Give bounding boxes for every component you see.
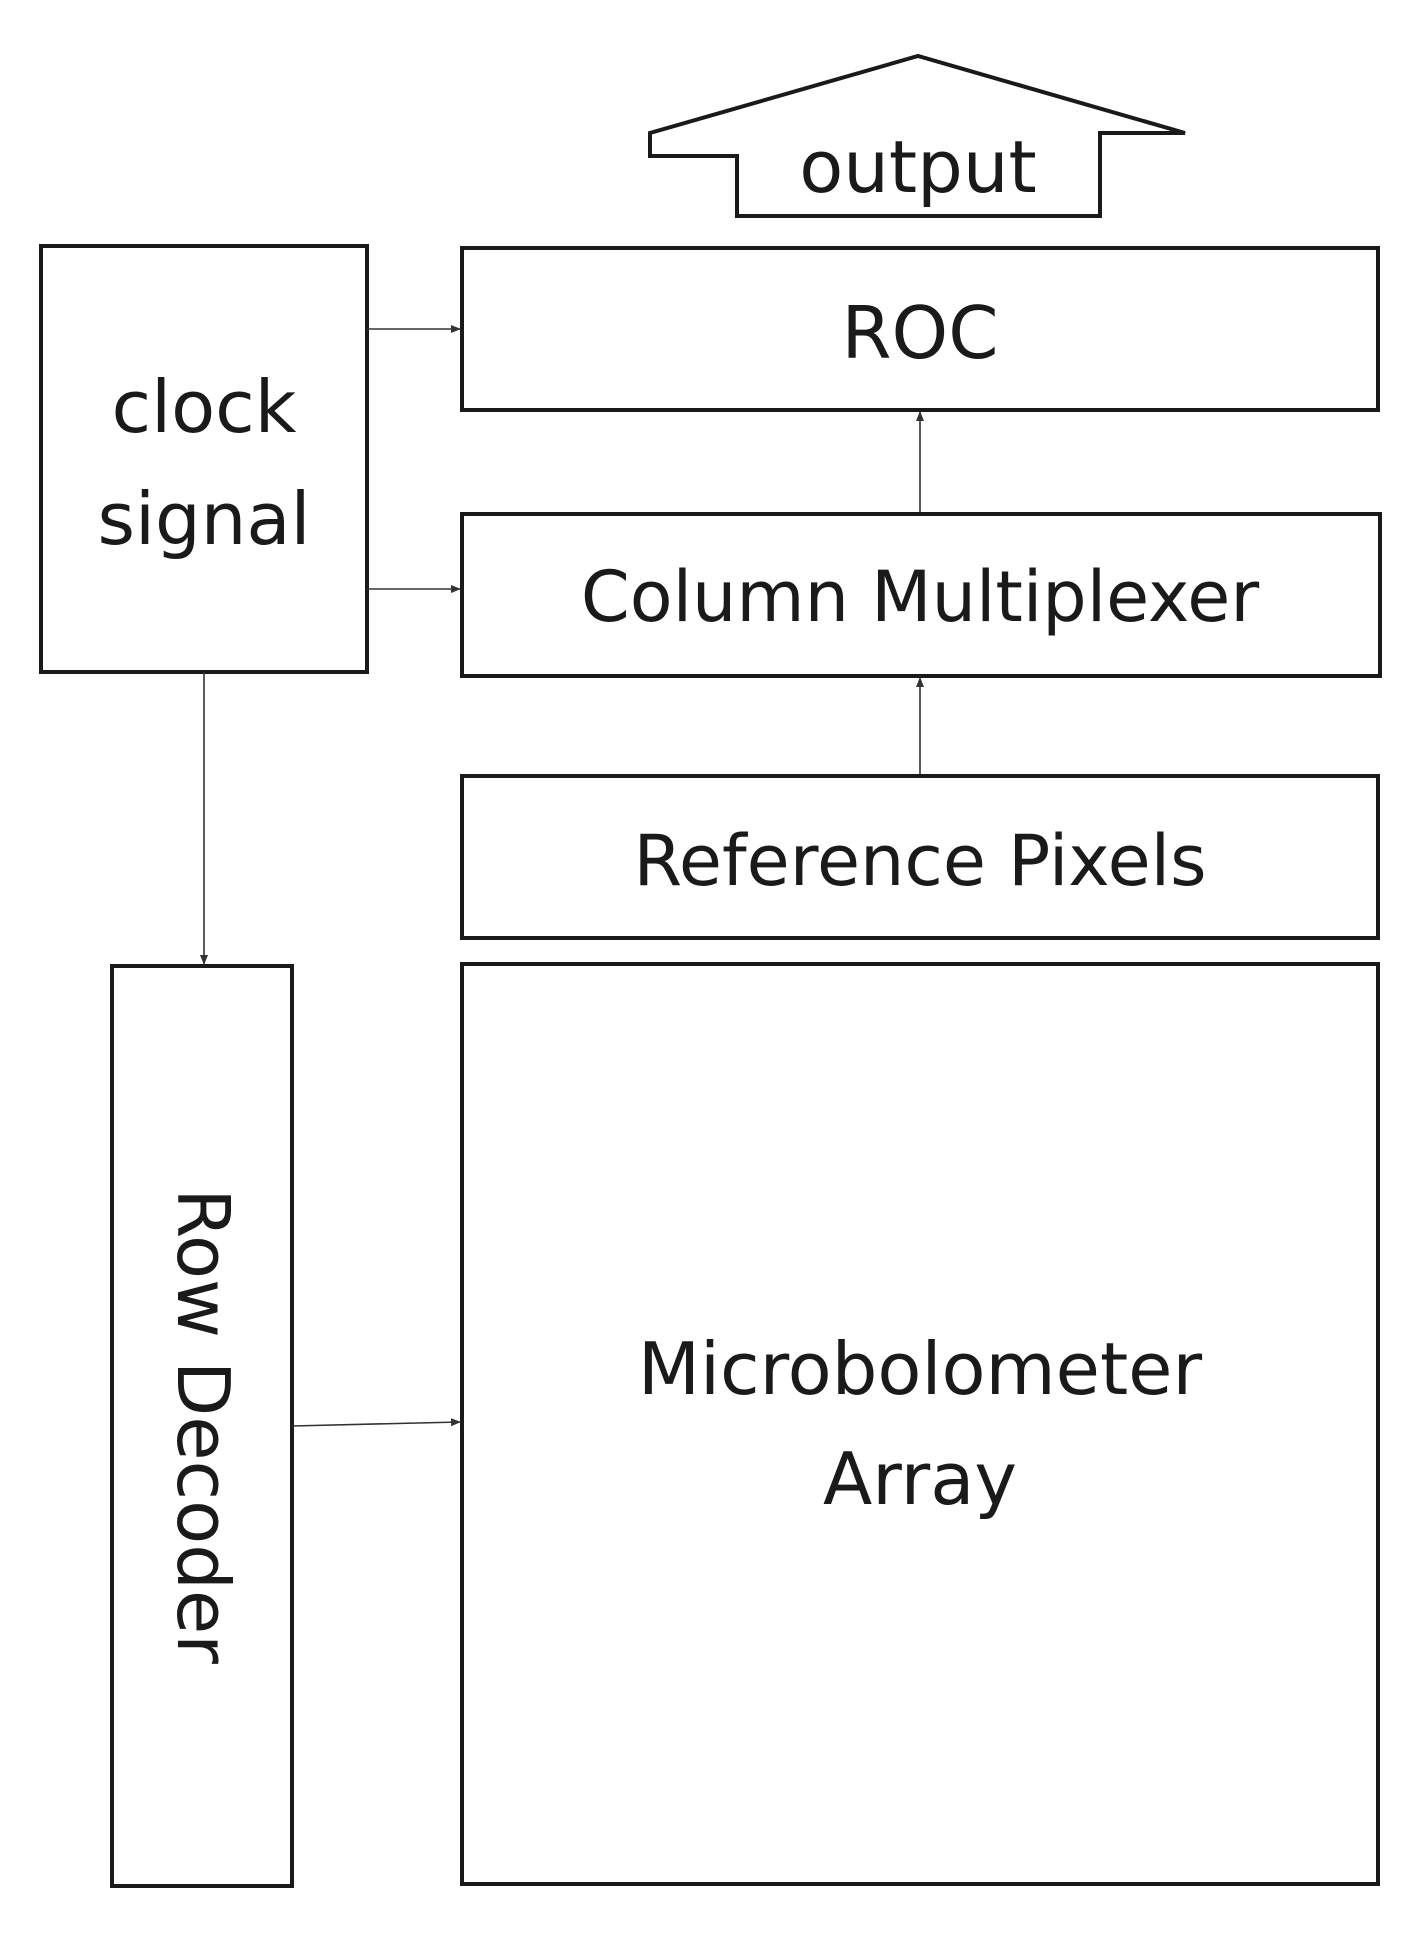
clock-signal-block: clock signal [39,244,369,674]
row-decoder-block: Row Decoder [110,964,294,1888]
microbolometer-array-box [460,962,1380,1886]
clock-signal-box [39,244,369,674]
roc-block: ROC [460,246,1380,412]
array-label-line1: Microbolometer [638,1327,1203,1411]
column-multiplexer-label: Column Multiplexer [581,556,1259,638]
output-arrow-shape [648,53,1186,218]
microbolometer-array-block: Microbolometer Array [460,962,1380,1886]
roc-label: ROC [842,291,999,375]
array-label-line2: Array [823,1437,1017,1521]
output-label: output [799,125,1036,209]
roc-box [460,246,1380,412]
reference-pixels-block: Reference Pixels [460,774,1380,940]
clock-label-line1: clock [112,365,297,449]
reference-pixels-label: Reference Pixels [633,820,1206,902]
column-multiplexer-block: Column Multiplexer [460,512,1382,678]
row-decoder-box [110,964,294,1888]
row-decoder-label: Row Decoder [161,1188,245,1664]
row-decoder-to-array-arrow [291,1418,461,1427]
clock-label-line2: signal [98,477,311,561]
output-arrow: output [648,53,1186,218]
reference-pixels-box [460,774,1380,940]
column-multiplexer-box [460,512,1382,678]
